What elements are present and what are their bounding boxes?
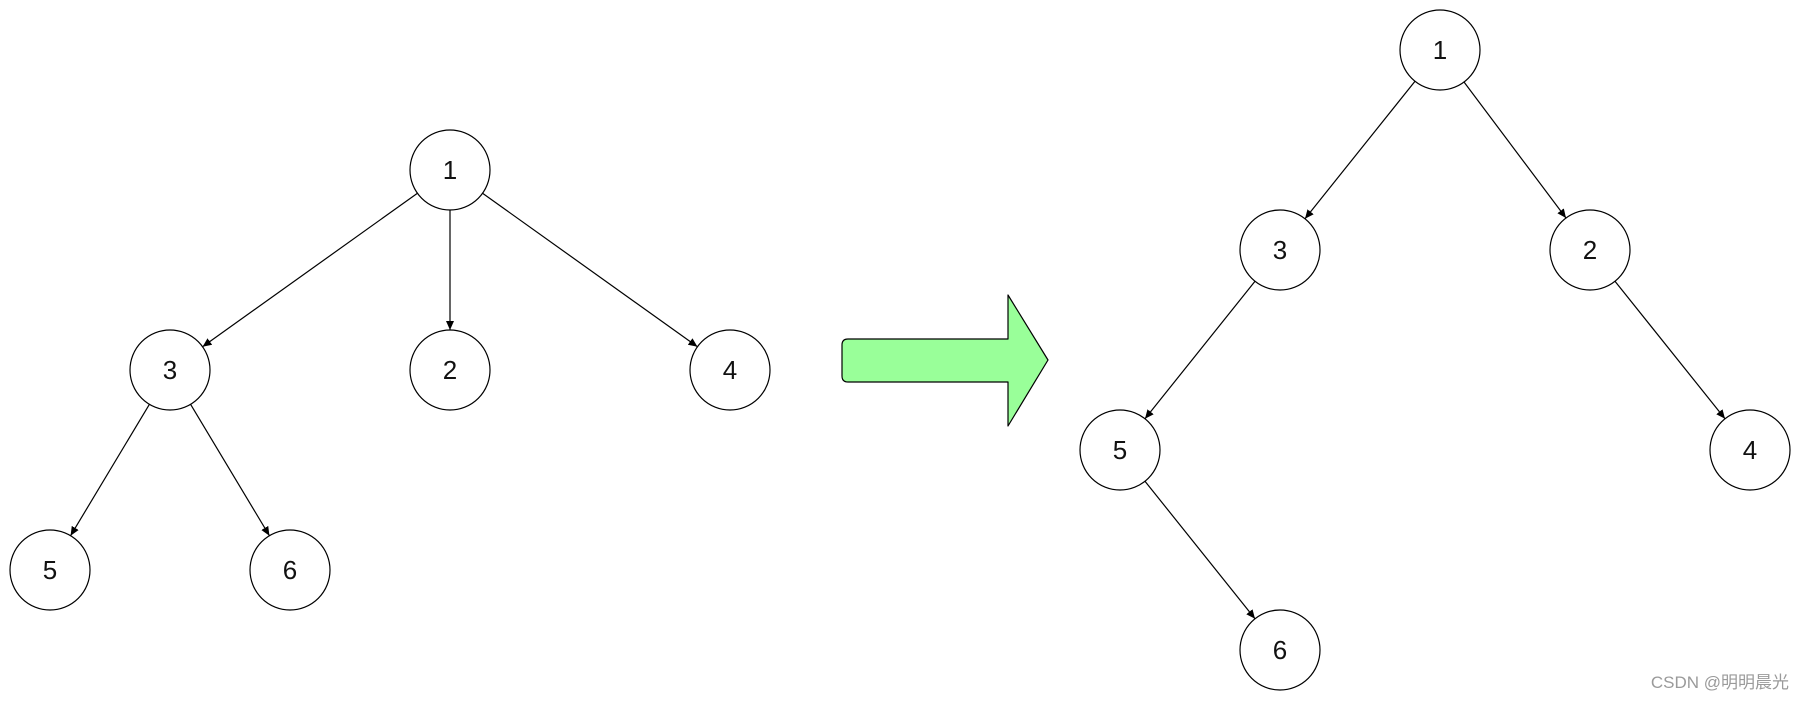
after-node-label: 4 (1743, 435, 1757, 465)
after-node-label: 3 (1273, 235, 1287, 265)
before-edge-b3-b6 (190, 403, 270, 537)
after-node-1: 1 (1399, 9, 1481, 91)
after-node-label: 5 (1113, 435, 1127, 465)
after-edge-a2-a4 (1614, 280, 1726, 420)
before-node-5: 5 (9, 529, 91, 611)
after-node-circle (1709, 409, 1791, 491)
before-node-label: 6 (283, 555, 297, 585)
before-node-2: 2 (409, 329, 491, 411)
after-node-5: 5 (1079, 409, 1161, 491)
before-edge-b1-b4 (482, 192, 698, 348)
before-edge-b3-b5 (70, 403, 150, 537)
after-edge-a1-a3 (1304, 80, 1416, 220)
before-node-circle (249, 529, 331, 611)
after-edge-a1-a2 (1463, 81, 1567, 219)
before-node-circle (409, 129, 491, 211)
after-node-2: 2 (1549, 209, 1631, 291)
after-node-circle (1239, 209, 1321, 291)
after-node-circle (1399, 9, 1481, 91)
after-node-circle (1549, 209, 1631, 291)
before-node-circle (9, 529, 91, 611)
before-node-4: 4 (689, 329, 771, 411)
edges-layer (70, 80, 1726, 620)
before-node-1: 1 (409, 129, 491, 211)
after-node-label: 2 (1583, 235, 1597, 265)
after-edge-a3-a5 (1144, 280, 1256, 420)
before-node-label: 3 (163, 355, 177, 385)
after-node-4: 4 (1709, 409, 1791, 491)
before-node-6: 6 (249, 529, 331, 611)
after-edge-a5-a6 (1144, 480, 1256, 620)
after-node-circle (1239, 609, 1321, 691)
watermark: CSDN @明明晨光 (1650, 673, 1789, 692)
nodes-layer: 1 3 2 4 5 6 1 3 2 5 4 6 (9, 9, 1791, 691)
before-node-label: 2 (443, 355, 457, 385)
before-edge-b1-b3 (202, 192, 418, 348)
transform-arrow (841, 294, 1049, 427)
after-node-circle (1079, 409, 1161, 491)
before-node-label: 5 (43, 555, 57, 585)
before-node-label: 1 (443, 155, 457, 185)
before-node-label: 4 (723, 355, 737, 385)
after-node-3: 3 (1239, 209, 1321, 291)
after-node-6: 6 (1239, 609, 1321, 691)
before-node-circle (409, 329, 491, 411)
before-node-3: 3 (129, 329, 211, 411)
before-node-circle (689, 329, 771, 411)
after-node-label: 1 (1433, 35, 1447, 65)
after-node-label: 6 (1273, 635, 1287, 665)
before-node-circle (129, 329, 211, 411)
